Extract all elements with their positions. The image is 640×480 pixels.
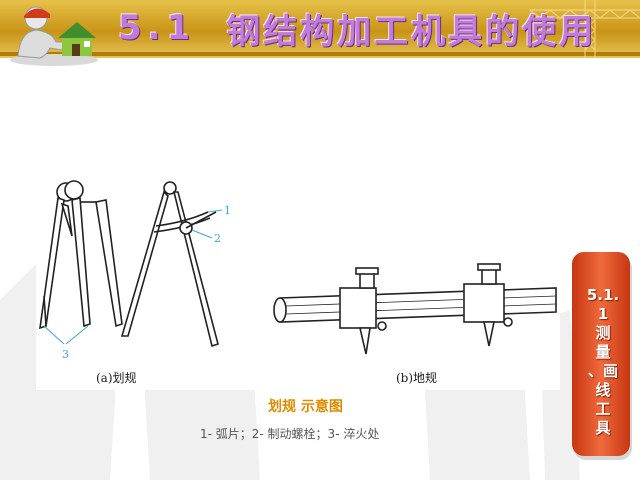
page-title: 5.1 钢结构加工机具的使用 [118,6,597,52]
side-line-7: 工 [595,400,611,418]
header-bar [0,0,640,58]
crane-silhouette-icon [529,0,640,58]
callout-2: 2 [214,232,221,245]
header-stripe [0,52,640,56]
figure-legend: 1- 弧片；2- 制动螺栓；3- 淬火处 [200,427,380,441]
side-line-1: 5.1. [586,286,620,304]
beam-compass [273,263,557,355]
side-line-8: 具 [595,419,611,437]
callout-1: 1 [224,204,231,217]
divider-compass-a [39,180,91,330]
side-line-2: 1 [597,305,609,323]
worker-house-logo-icon [10,6,98,66]
side-tab-background [572,252,632,460]
side-line-3: 测 [595,324,611,342]
section-number: 5.1 [118,8,197,48]
divider-compass-b [120,181,219,348]
side-line-4: 量 [595,343,611,361]
side-tab-label[interactable]: 5.1. 1 测 量 、画 线 工 具 [572,286,634,438]
compass-figure: 1 2 3 (a)划规 (b)地规 [36,176,560,390]
side-line-6: 线 [595,381,611,399]
side-line-5: 、画 [587,362,618,380]
label-a: (a)划规 [96,370,137,385]
callout-3: 3 [62,348,69,361]
figure-caption: 划规 示意图 [268,399,343,415]
divider-compass-a2 [80,199,123,328]
label-b: (b)地规 [396,370,437,385]
title-text: 钢结构加工机具的使用 [226,11,597,52]
